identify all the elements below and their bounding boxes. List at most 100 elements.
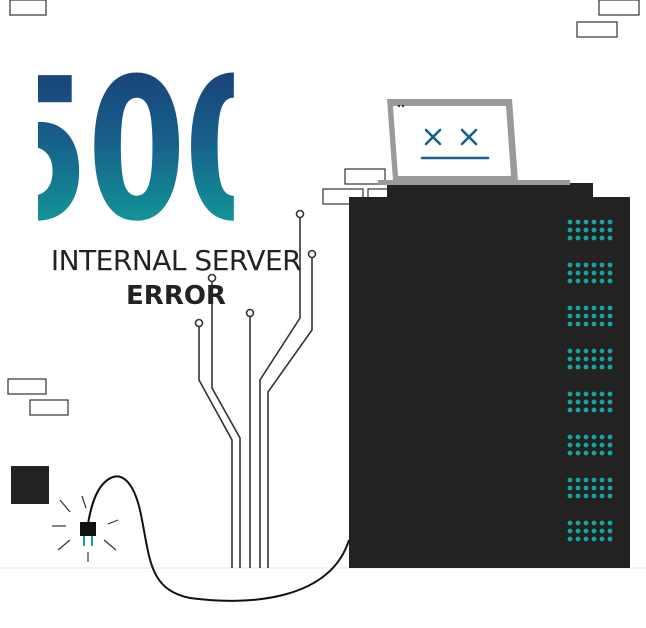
server-led bbox=[575, 348, 581, 354]
server-tower bbox=[349, 183, 630, 568]
server-led bbox=[607, 391, 613, 397]
trace-node bbox=[207, 273, 217, 283]
server-led bbox=[591, 407, 597, 413]
server-led bbox=[599, 399, 605, 405]
server-led bbox=[575, 450, 581, 456]
server-led bbox=[591, 305, 597, 311]
server-led bbox=[599, 219, 605, 225]
server-led bbox=[575, 356, 581, 362]
server-led bbox=[567, 528, 573, 534]
brick bbox=[576, 21, 618, 38]
laptop-dot bbox=[401, 104, 405, 108]
trace-node bbox=[245, 308, 255, 318]
server-led bbox=[583, 321, 589, 327]
brick bbox=[9, 0, 47, 16]
server-led bbox=[591, 485, 597, 491]
server-led bbox=[599, 528, 605, 534]
server-led bbox=[607, 227, 613, 233]
server-led bbox=[599, 485, 605, 491]
server-led bbox=[591, 313, 597, 319]
server-led bbox=[567, 477, 573, 483]
server-body bbox=[349, 197, 630, 568]
server-led bbox=[583, 477, 589, 483]
server-led bbox=[591, 450, 597, 456]
brick bbox=[29, 399, 69, 416]
server-led bbox=[591, 219, 597, 225]
server-led bbox=[575, 235, 581, 241]
server-led bbox=[575, 528, 581, 534]
server-led bbox=[575, 227, 581, 233]
server-led bbox=[567, 450, 573, 456]
server-led bbox=[583, 485, 589, 491]
server-led bbox=[583, 391, 589, 397]
server-led bbox=[599, 321, 605, 327]
trace-node bbox=[307, 249, 317, 259]
trace bbox=[198, 323, 233, 568]
server-led bbox=[583, 364, 589, 370]
server-led bbox=[583, 520, 589, 526]
trace bbox=[267, 254, 313, 568]
server-led bbox=[599, 477, 605, 483]
power-cable bbox=[87, 475, 350, 602]
server-led bbox=[575, 399, 581, 405]
server-led bbox=[599, 536, 605, 542]
brick bbox=[7, 378, 47, 395]
laptop bbox=[378, 99, 570, 185]
server-led bbox=[567, 219, 573, 225]
server-led bbox=[575, 407, 581, 413]
server-led bbox=[591, 536, 597, 542]
brick bbox=[598, 0, 640, 16]
server-led bbox=[607, 262, 613, 268]
server-led bbox=[583, 278, 589, 284]
trace bbox=[259, 214, 301, 568]
server-led bbox=[583, 434, 589, 440]
unplugged-plug-icon bbox=[52, 495, 119, 562]
server-led bbox=[575, 493, 581, 499]
server-led bbox=[575, 536, 581, 542]
server-led bbox=[591, 348, 597, 354]
wall-socket bbox=[11, 466, 49, 504]
server-led bbox=[567, 356, 573, 362]
server-led bbox=[575, 477, 581, 483]
server-led bbox=[607, 313, 613, 319]
server-lights bbox=[567, 219, 613, 542]
server-led bbox=[607, 442, 613, 448]
server-led bbox=[607, 477, 613, 483]
server-led bbox=[599, 391, 605, 397]
dead-face-icon bbox=[420, 128, 490, 160]
server-led bbox=[567, 399, 573, 405]
server-led bbox=[591, 493, 597, 499]
server-led bbox=[607, 493, 613, 499]
server-led bbox=[575, 270, 581, 276]
server-led bbox=[567, 262, 573, 268]
server-led bbox=[583, 407, 589, 413]
server-led bbox=[599, 356, 605, 362]
server-led bbox=[607, 528, 613, 534]
laptop-dot bbox=[397, 104, 401, 108]
server-led bbox=[607, 356, 613, 362]
server-led bbox=[575, 364, 581, 370]
server-led bbox=[591, 399, 597, 405]
server-led bbox=[567, 407, 573, 413]
server-led bbox=[599, 493, 605, 499]
server-led bbox=[607, 235, 613, 241]
server-led bbox=[599, 262, 605, 268]
server-led bbox=[583, 528, 589, 534]
server-led bbox=[583, 493, 589, 499]
server-led bbox=[599, 348, 605, 354]
server-led bbox=[599, 407, 605, 413]
server-led bbox=[607, 278, 613, 284]
trace-node bbox=[295, 209, 305, 219]
server-led bbox=[567, 348, 573, 354]
server-led bbox=[583, 450, 589, 456]
server-led bbox=[575, 278, 581, 284]
server-led bbox=[583, 219, 589, 225]
server-led bbox=[567, 536, 573, 542]
server-led bbox=[575, 520, 581, 526]
server-led bbox=[607, 270, 613, 276]
server-led bbox=[567, 321, 573, 327]
server-led bbox=[583, 536, 589, 542]
server-led bbox=[591, 520, 597, 526]
laptop-screen bbox=[393, 106, 511, 176]
